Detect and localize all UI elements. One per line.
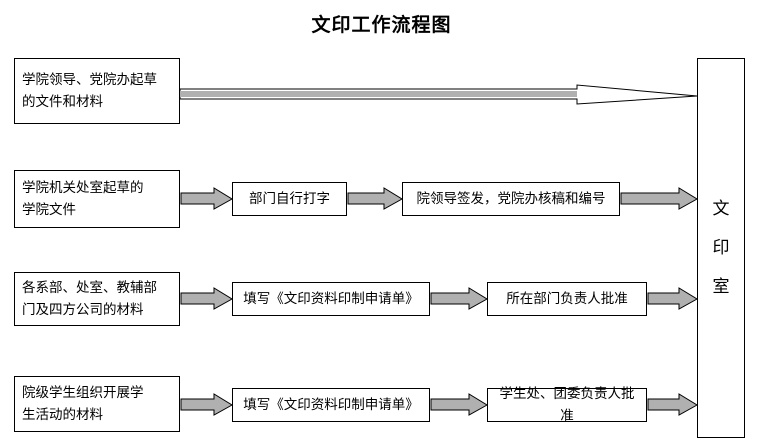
- node-source-leadership[interactable]: 学院领导、党院办起草 的文件和材料: [14, 58, 180, 124]
- node-step-offices-1[interactable]: 部门自行打字: [232, 182, 347, 216]
- node-step-departments-1[interactable]: 填写《文印资料印制申请单》: [232, 282, 430, 316]
- arrow-step1-to-step2: [347, 187, 403, 210]
- arrow-departments-step2-to-printroom: [647, 287, 698, 310]
- node-step-students-1[interactable]: 填写《文印资料印制申请单》: [232, 388, 430, 422]
- node-label: 各系部、处室、教辅部 门及四方公司的材料: [22, 280, 157, 318]
- arrow-students-step1-to-step2: [430, 393, 488, 416]
- node-label: 学生处、团委负责人批准: [499, 386, 635, 424]
- node-label: 学院领导、党院办起草 的文件和材料: [22, 72, 157, 110]
- node-label: 文印室: [712, 198, 730, 297]
- arrow-departments-step1-to-step2: [430, 287, 488, 310]
- node-source-offices[interactable]: 学院机关处室起草的 学院文件: [14, 170, 180, 228]
- arrow-offices-to-step1: [180, 187, 233, 210]
- arrow-offices-step2-to-printroom: [620, 187, 698, 210]
- node-label: 院级学生组织开展学 生活动的材料: [22, 385, 144, 423]
- node-label: 填写《文印资料印制申请单》: [243, 397, 419, 413]
- node-label: 部门自行打字: [249, 191, 330, 207]
- node-step-offices-2[interactable]: 院领导签发，党院办核稿和编号: [402, 182, 620, 216]
- node-source-departments[interactable]: 各系部、处室、教辅部 门及四方公司的材料: [14, 272, 180, 326]
- arrow-leadership-to-printroom: [179, 84, 698, 105]
- node-label: 所在部门负责人批准: [506, 291, 628, 307]
- arrow-students-to-step1: [180, 393, 233, 416]
- node-step-students-2[interactable]: 学生处、团委负责人批准: [487, 386, 647, 424]
- page-title: 文印工作流程图: [311, 14, 452, 36]
- arrow-students-step2-to-printroom: [647, 393, 698, 416]
- node-terminal-print-room[interactable]: 文印室: [697, 58, 745, 438]
- arrow-departments-to-step1: [180, 287, 233, 310]
- node-label: 填写《文印资料印制申请单》: [243, 291, 419, 307]
- node-label: 学院机关处室起草的 学院文件: [22, 180, 144, 218]
- node-step-departments-2[interactable]: 所在部门负责人批准: [487, 282, 647, 316]
- node-source-students[interactable]: 院级学生组织开展学 生活动的材料: [14, 376, 180, 432]
- node-label: 院领导签发，党院办核稿和编号: [416, 191, 606, 207]
